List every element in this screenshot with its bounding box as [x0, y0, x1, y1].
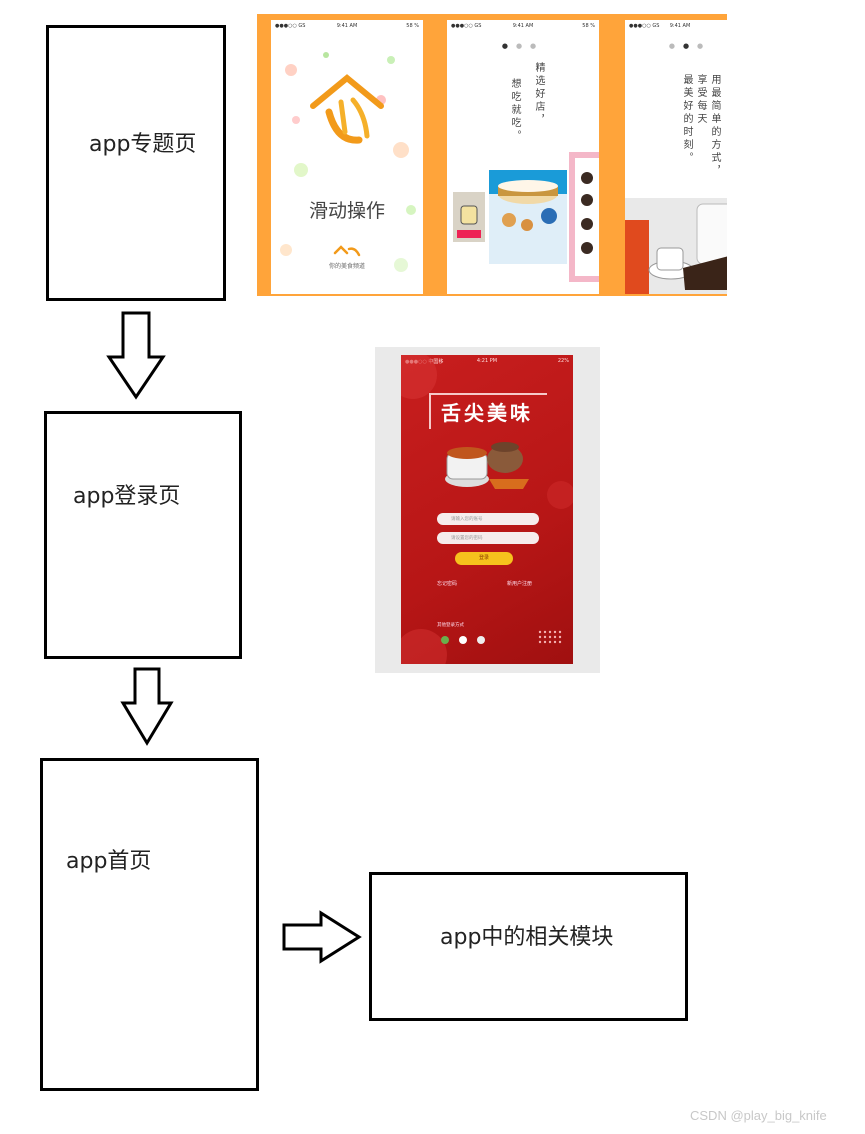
time-text: 4:21 PM — [476, 358, 498, 364]
onboarding-screens: ●●●○○ GS 9:41 AM 58 % 滑动操作 你的美食频道 ●●●○○ … — [257, 14, 727, 296]
phone-input[interactable]: 请输入您的账号 — [437, 513, 539, 525]
swipe-caption: 滑动操作 — [308, 200, 385, 222]
slogan-col-2: 享受每天 — [695, 74, 706, 126]
carrier-text: ●●●○○ GS — [275, 23, 306, 29]
slogan-col-1: 用最简单的方式， — [709, 74, 720, 178]
battery-text: 58 % — [406, 23, 419, 29]
time-text: 9:41 AM — [512, 23, 534, 29]
login-page-label: app登录页 — [73, 484, 181, 509]
cookies-photo — [569, 152, 599, 282]
modules-label: app中的相关模块 — [440, 925, 614, 950]
down-arrow-1 — [106, 311, 166, 400]
status-bar: ●●●○○ GS 9:41 AM 58 % — [447, 20, 599, 32]
home-page-box: app首页 — [40, 758, 259, 1091]
social-login-icons[interactable] — [437, 633, 497, 649]
password-placeholder: 请设置您的密码 — [451, 536, 483, 541]
login-page-box: app登录页 — [44, 411, 242, 659]
page-indicator: ●●● — [668, 42, 712, 50]
logo-subtitle: 你的美食频道 — [328, 263, 365, 270]
bubble-decor — [401, 355, 573, 664]
login-screen: ●●●○○ 中国移 4:21 PM 22% 舌尖美味 请输入您的账号 请设置您的… — [401, 355, 573, 664]
status-bar: ●●●○○ GS 9:41 AM 58 % — [271, 20, 423, 32]
slogan-col-3: 最美好的时刻。 — [681, 74, 692, 165]
watermark: CSDN @play_big_knife — [690, 1108, 827, 1123]
slogan-col-1: 精选好店， — [533, 62, 544, 127]
time-text: 9:41 AM — [669, 23, 691, 29]
carrier-text: ●●●○○ GS — [629, 23, 660, 29]
onboarding-screen-3: ●●●○○ GS 9:41 AM ●●● 用最简单的方式， 享受每天 最美好的时… — [625, 20, 727, 294]
login-title-bracket — [429, 393, 547, 429]
food-logo-icon — [310, 74, 384, 144]
login-screenshot: ●●●○○ 中国移 4:21 PM 22% 舌尖美味 请输入您的账号 请设置您的… — [375, 347, 600, 673]
onboarding-screen-1: ●●●○○ GS 9:41 AM 58 % 滑动操作 你的美食频道 — [271, 20, 423, 294]
tray-photo — [453, 192, 485, 242]
modules-box: app中的相关模块 — [369, 872, 688, 1021]
right-arrow — [282, 910, 362, 964]
password-input[interactable]: 请设置您的密码 — [437, 532, 539, 544]
page-indicator: ●●● — [501, 42, 545, 50]
battery-text: 58 % — [582, 23, 595, 29]
small-logo-icon — [333, 245, 361, 257]
topic-page-label: app专题页 — [89, 132, 197, 157]
dot-grid-decor — [538, 630, 562, 644]
home-page-label: app首页 — [66, 849, 152, 874]
confetti-dots — [280, 52, 416, 272]
coffee-photo — [625, 198, 727, 294]
forgot-password-link[interactable]: 忘记密码 — [437, 581, 458, 587]
status-bar: ●●●○○ GS 9:41 AM — [625, 20, 727, 32]
slogan-col-2: 想吃就吃。 — [509, 78, 520, 143]
battery-text: 22% — [557, 358, 569, 364]
other-login-label: 其他登录方式 — [437, 623, 464, 628]
login-button[interactable]: 登录 — [455, 552, 513, 565]
onboarding-screen-2: ●●●○○ GS 9:41 AM 58 % ●●● 精选好店， 想吃就吃。 — [447, 20, 599, 294]
register-link[interactable]: 新用户注册 — [507, 581, 533, 587]
phone-placeholder: 请输入您的账号 — [451, 517, 483, 522]
login-title: 舌尖美味 — [441, 401, 533, 425]
carrier-text: ●●●○○ GS — [451, 23, 482, 29]
time-text: 9:41 AM — [336, 23, 358, 29]
down-arrow-2 — [120, 667, 174, 746]
hotpot-icon — [445, 442, 529, 489]
cake-photo — [489, 170, 567, 264]
topic-page-box: app专题页 — [46, 25, 226, 301]
